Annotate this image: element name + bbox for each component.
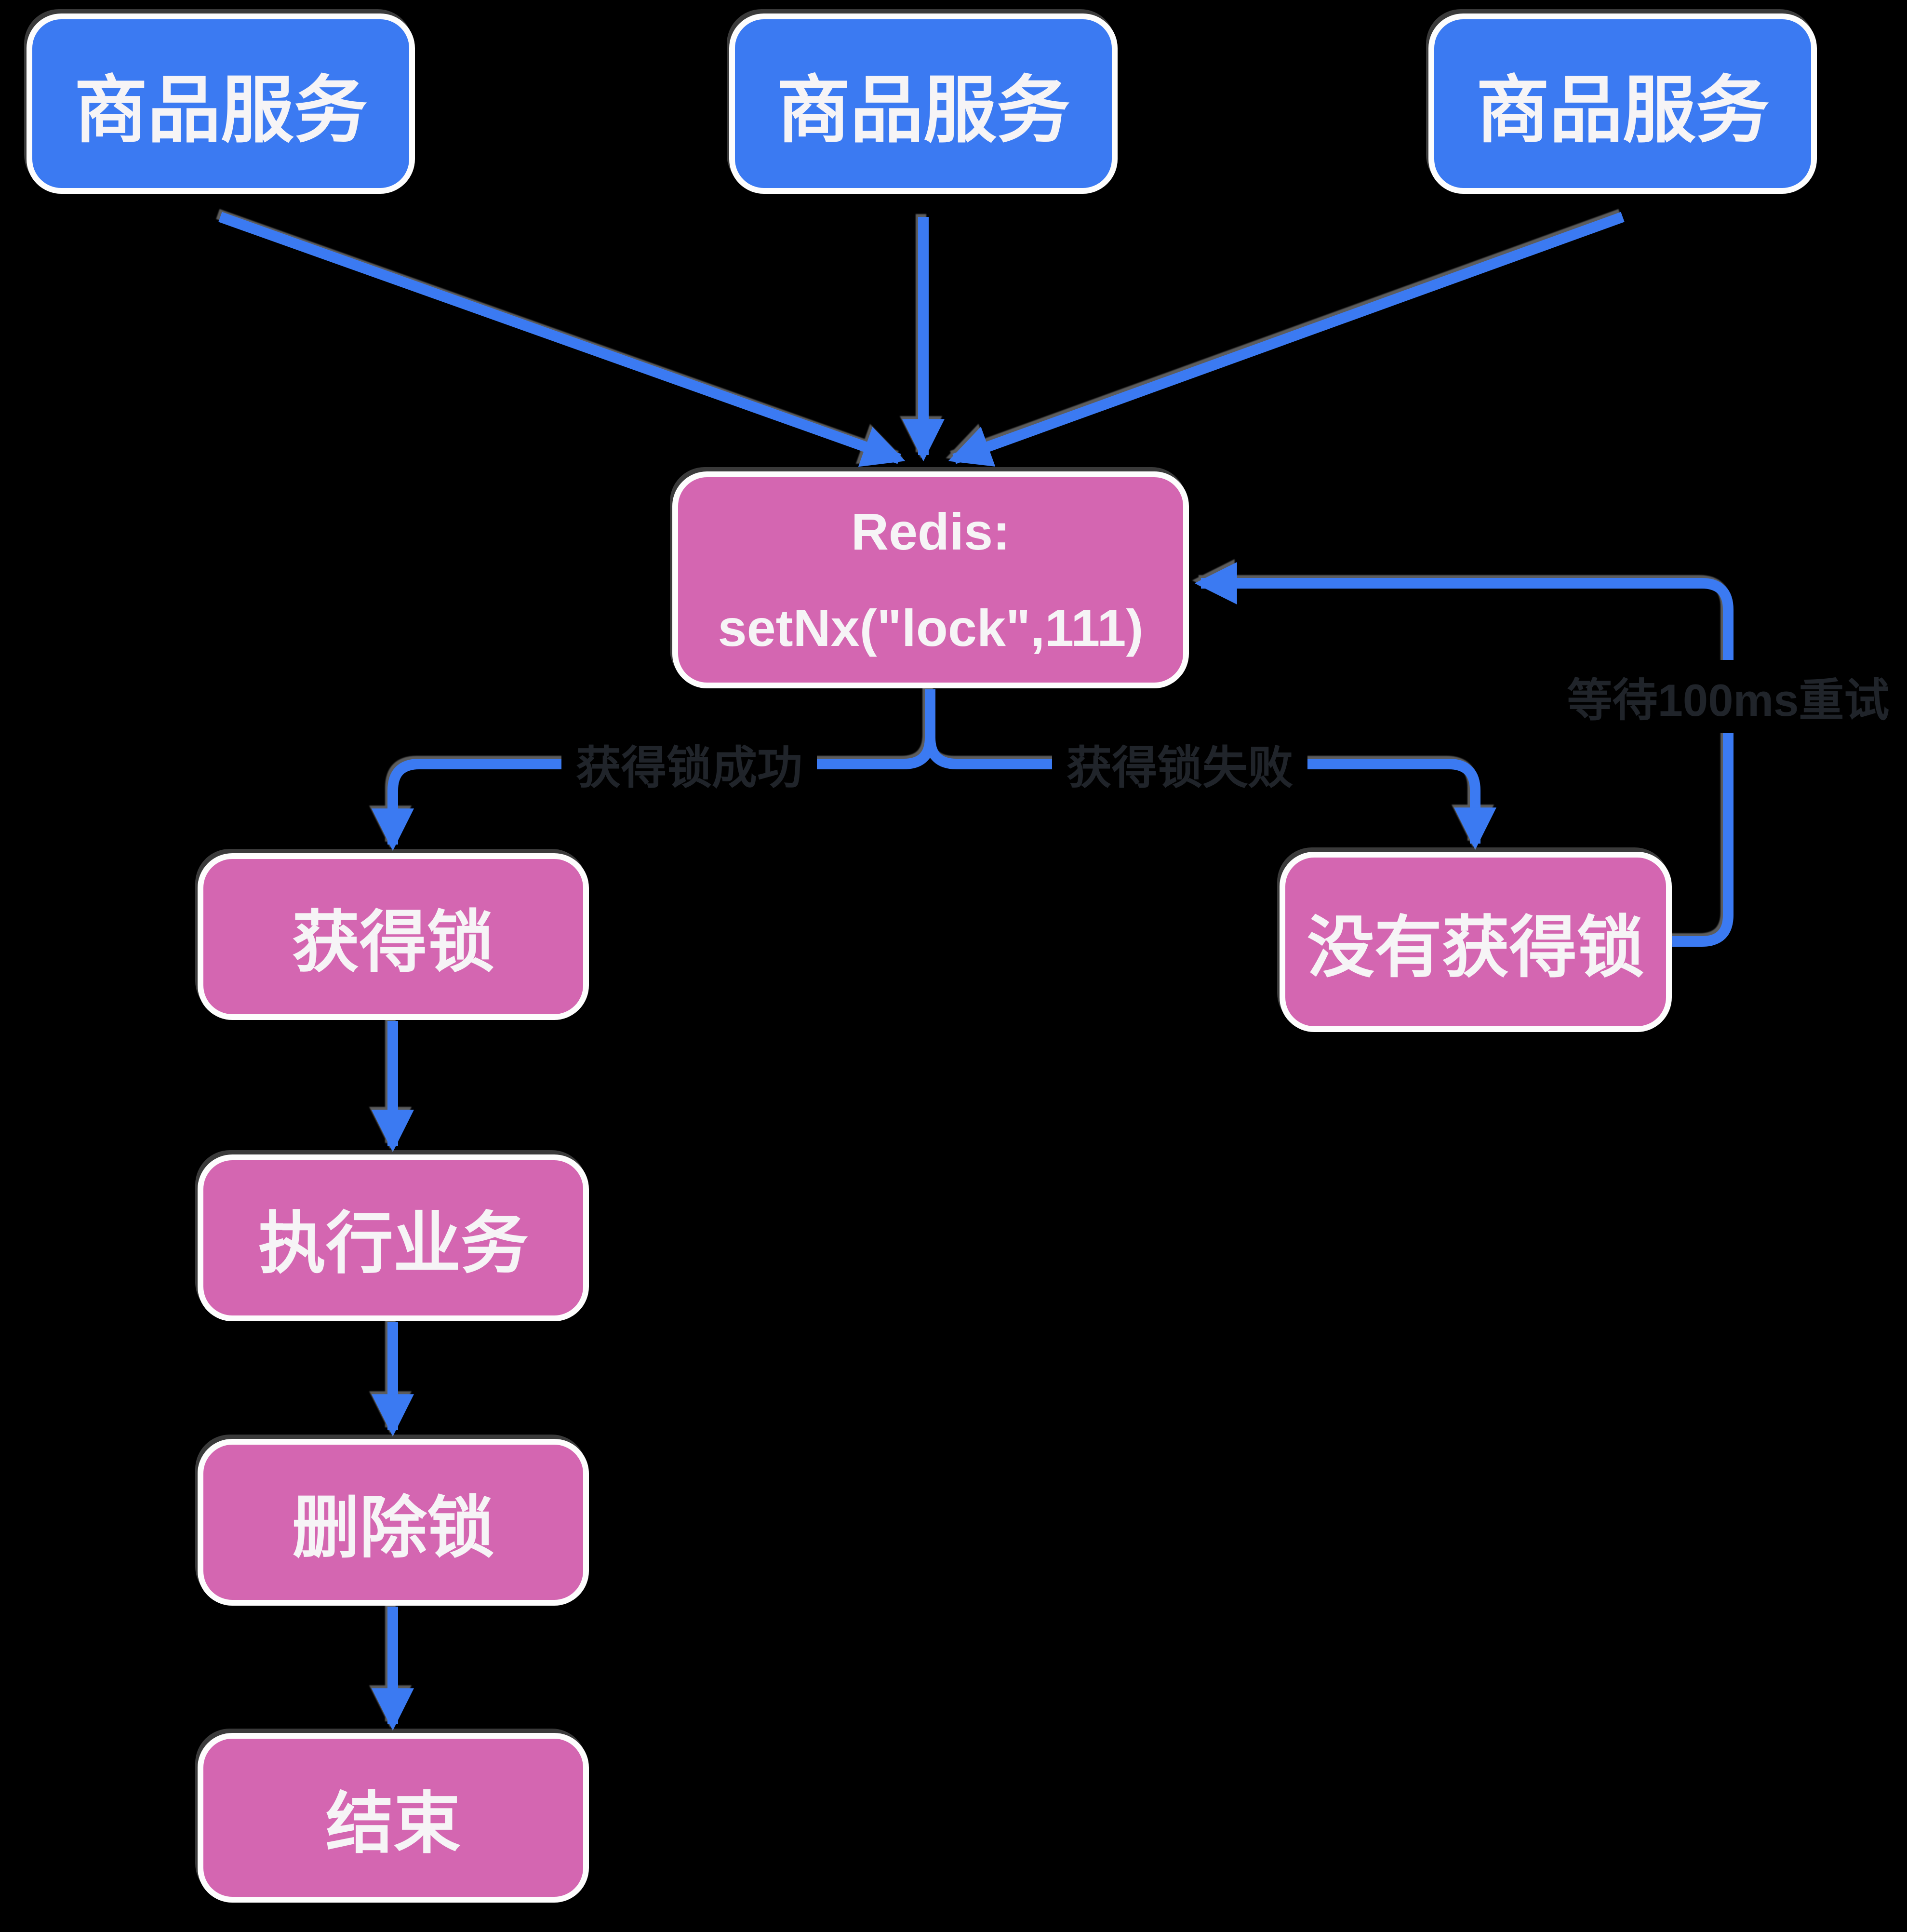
node-delete-lock-label: 删除锁 bbox=[292, 1490, 494, 1566]
node-lock-acquired-label: 获得锁 bbox=[292, 904, 494, 980]
node-redis-label-line1: Redis: bbox=[851, 502, 1011, 561]
node-lock-not-acquired: 没有获得锁 bbox=[1280, 852, 1672, 1032]
node-product-service-1-label: 商品服务 bbox=[74, 69, 367, 151]
node-product-service-3: 商品服务 bbox=[1428, 13, 1817, 194]
node-product-service-2-label: 商品服务 bbox=[777, 69, 1070, 151]
node-delete-lock: 删除锁 bbox=[198, 1439, 589, 1606]
edge-label-retry-wait: 等待100ms重试 bbox=[1552, 660, 1904, 733]
edge-service1-to-redis bbox=[218, 212, 906, 467]
node-lock-acquired: 获得锁 bbox=[198, 853, 589, 1020]
node-end: 结束 bbox=[198, 1733, 589, 1903]
edge-retry-to-redis bbox=[1194, 562, 1734, 947]
node-product-service-1: 商品服务 bbox=[27, 13, 415, 194]
node-end-label: 结束 bbox=[325, 1785, 461, 1861]
edge-service3-to-redis bbox=[948, 212, 1625, 467]
node-execute-business-label: 执行业务 bbox=[258, 1206, 528, 1281]
node-redis-setnx: Redis: setNx("lock",111) bbox=[672, 471, 1189, 688]
edge-label-acquire-success: 获得锁成功 bbox=[561, 727, 817, 801]
node-product-service-2: 商品服务 bbox=[729, 13, 1118, 194]
node-execute-business: 执行业务 bbox=[198, 1154, 589, 1321]
edge-label-acquire-fail: 获得锁失败 bbox=[1052, 727, 1308, 801]
node-product-service-3-label: 商品服务 bbox=[1476, 69, 1769, 151]
node-redis-label-line2: setNx("lock",111) bbox=[718, 599, 1144, 657]
node-lock-not-acquired-label: 没有获得锁 bbox=[1307, 910, 1644, 985]
